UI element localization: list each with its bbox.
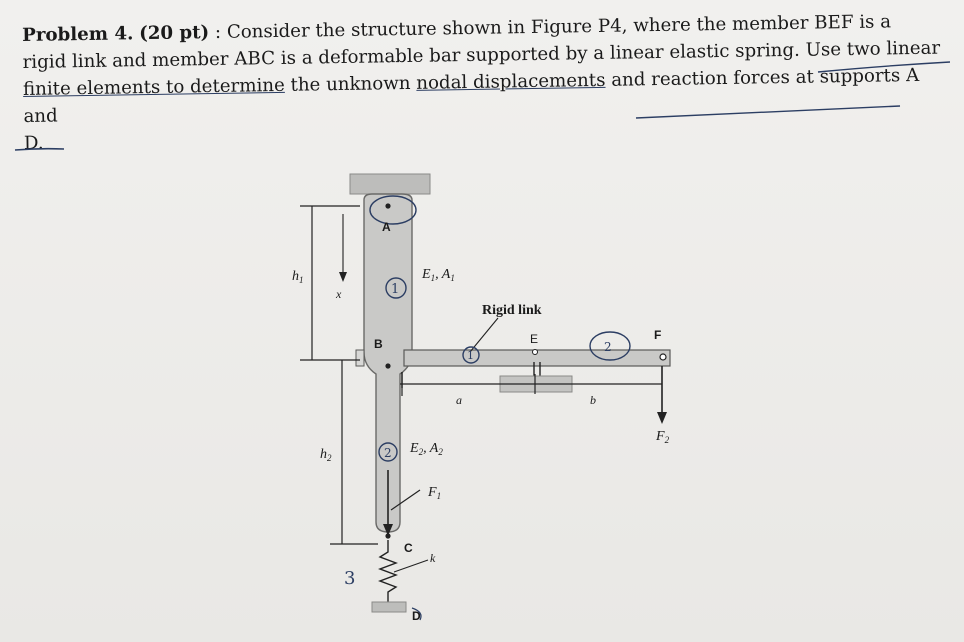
pen-circle-a <box>369 195 417 225</box>
label-b: B <box>374 337 383 351</box>
label-h2: h2 <box>320 447 332 463</box>
node-b <box>385 363 391 369</box>
pen-underline-2 <box>635 105 901 119</box>
pin-f <box>659 353 667 361</box>
x-axis-head <box>339 272 347 282</box>
label-b-dim: b <box>590 393 596 407</box>
node-c <box>385 533 391 539</box>
pen-underline-3 <box>14 147 65 151</box>
link-end-left <box>355 349 365 367</box>
ground-d <box>371 601 407 613</box>
f2-arrow-head <box>657 412 667 424</box>
node-a <box>385 203 391 209</box>
label-x: x <box>335 287 342 301</box>
label-h1: h1 <box>292 269 304 285</box>
pen-node-2: 2 <box>604 340 612 354</box>
spring-k <box>378 540 398 602</box>
f1-arrow-head <box>383 524 393 536</box>
pen-node-circle-f <box>589 331 631 361</box>
label-a-dim: a <box>456 393 462 407</box>
label-c: C <box>404 541 413 555</box>
label-f1: F1 <box>427 485 441 501</box>
pen-node-3: 3 <box>344 568 355 589</box>
pen-underline-1 <box>817 61 951 73</box>
top-support <box>349 173 431 195</box>
pen-node-1: 1 <box>467 349 474 362</box>
rigid-link-leader <box>469 317 499 353</box>
pen-elem-1: 1 <box>391 282 399 297</box>
pen-elem-2-circle <box>378 442 398 462</box>
label-f2: F2 <box>655 429 670 445</box>
label-e2a2: E2, A2 <box>409 441 443 457</box>
label-a: A <box>382 220 391 234</box>
f1-leader <box>390 489 421 511</box>
label-k: k <box>430 551 436 565</box>
pen-elem-1-circle <box>385 277 407 299</box>
label-f: F <box>654 328 661 342</box>
pen-mark-d <box>411 607 422 621</box>
spring-leader <box>393 559 429 573</box>
pin-e <box>532 349 538 355</box>
pen-elem-2: 2 <box>384 446 392 460</box>
pen-node-circle-e <box>462 346 480 364</box>
label-d: D <box>412 609 421 623</box>
label-rigid-link: Rigid link <box>482 303 542 318</box>
label-e: E <box>530 332 538 346</box>
label-e1a1: E1, A1 <box>421 267 455 283</box>
